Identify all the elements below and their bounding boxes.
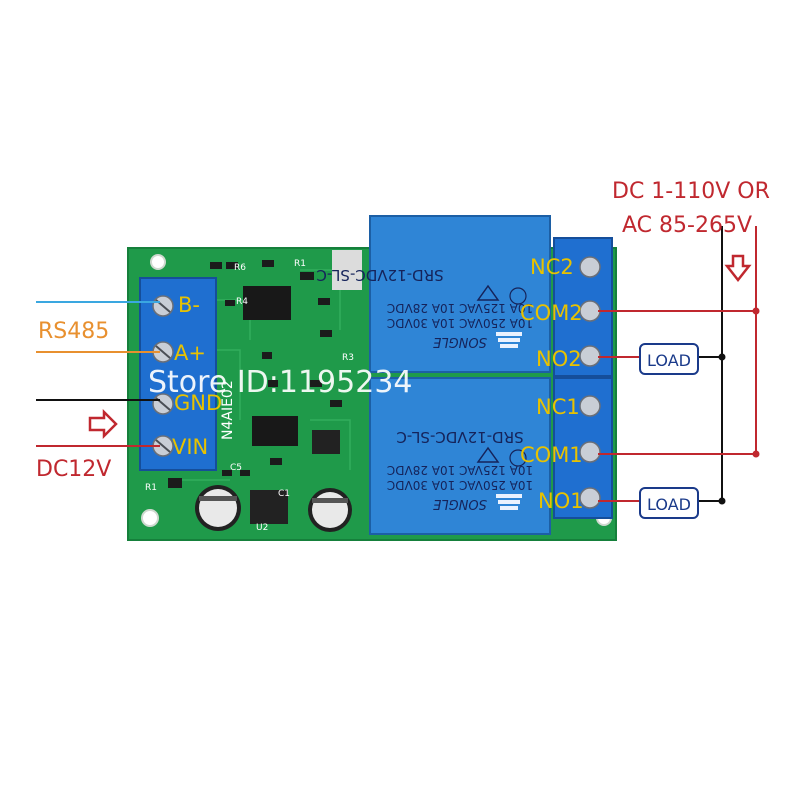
svg-text:R6: R6	[234, 263, 246, 273]
songle-logo-icon	[496, 494, 522, 510]
power-source-line1: DC 1-110V OR	[612, 179, 770, 204]
capacitor	[308, 488, 352, 532]
terminal-no1-label: NO1	[538, 489, 584, 513]
smd-components	[168, 260, 342, 488]
transistor	[312, 430, 340, 454]
terminal-b-minus-label: B-	[178, 293, 200, 317]
screw-terminal	[579, 345, 601, 367]
relay-brand: SONGLE	[432, 334, 487, 349]
relay-model: SRD-12VDC-SL-C	[396, 428, 523, 446]
load-box: LOAD	[639, 343, 699, 375]
songle-logo-icon	[496, 332, 522, 348]
relay-rating: 10A 125VAC 10A 28VDC	[387, 301, 533, 315]
terminal-vin-label: VIN	[172, 435, 208, 459]
arrow-right-icon	[88, 408, 118, 440]
relay-brand: SONGLE	[432, 496, 487, 511]
relay-rating: 10A 250VAC 10A 30VDC	[387, 478, 533, 492]
relay-model: SRD-12VDC-SL-C	[316, 266, 443, 284]
regulator-chip	[250, 490, 288, 524]
right-terminal-block-1	[553, 377, 613, 519]
power-source-line2: AC 85-265V	[622, 213, 752, 238]
svg-text:U2: U2	[256, 523, 268, 533]
svg-text:R4: R4	[236, 297, 248, 307]
capacitor	[195, 485, 241, 531]
ic-chip	[252, 416, 298, 446]
relay-rating: 10A 250VAC 10A 30VDC	[387, 316, 533, 330]
junction-dot	[752, 307, 760, 315]
rs485-label: RS485	[38, 319, 109, 344]
load-label: LOAD	[647, 351, 691, 370]
ce-mark-icon	[476, 446, 500, 463]
cqc-icon	[509, 449, 527, 467]
load-box: LOAD	[639, 487, 699, 519]
ic-chip	[243, 286, 291, 320]
terminal-nc1-label: NC1	[536, 395, 580, 419]
mount-hole	[150, 254, 166, 270]
jumper-header	[332, 250, 362, 290]
screw-terminal	[579, 441, 601, 463]
svg-text:R1: R1	[145, 483, 157, 493]
svg-text:C1: C1	[278, 489, 290, 499]
svg-text:PWR: PWR	[153, 224, 163, 245]
screw-terminal	[579, 300, 601, 322]
left-terminal-block	[139, 277, 217, 471]
dc12v-label: DC12V	[36, 457, 111, 482]
store-watermark: Store ID:1195234	[148, 365, 413, 400]
terminal-nc2-label: NC2	[530, 255, 574, 279]
terminal-com2-label: COM2	[520, 301, 583, 325]
relay-rating: 10A 125VAC 10A 28VDC	[387, 463, 533, 477]
junction-dot	[752, 450, 760, 458]
junction-dot	[718, 353, 726, 361]
terminal-no2-label: NO2	[536, 347, 582, 371]
terminal-gnd-label: GND	[174, 391, 222, 415]
mount-hole	[141, 509, 159, 527]
load-label: LOAD	[647, 495, 691, 514]
screw-terminal	[579, 487, 601, 509]
right-terminal-block-2	[553, 237, 613, 377]
junction-dot	[718, 497, 726, 505]
board-marking: N4AIE02	[220, 380, 236, 440]
cqc-icon	[509, 287, 527, 305]
screw-terminal	[579, 395, 601, 417]
terminal-com1-label: COM1	[520, 443, 583, 467]
svg-text:C5: C5	[230, 463, 242, 473]
relay-2: SRD-12VDC-SL-C 10A 250VAC 10A 30VDC 10A …	[316, 215, 551, 373]
ce-mark-icon	[476, 284, 500, 301]
arrow-down-icon	[724, 254, 752, 283]
screw-terminal	[579, 256, 601, 278]
relay-1: SRD-12VDC-SL-C 10A 250VAC 10A 30VDC 10A …	[369, 377, 551, 535]
svg-text:R3: R3	[342, 353, 354, 363]
terminal-a-plus-label: A+	[174, 341, 206, 365]
svg-text:R1: R1	[294, 259, 306, 269]
left-wires	[36, 301, 160, 447]
power-wires	[598, 226, 760, 505]
